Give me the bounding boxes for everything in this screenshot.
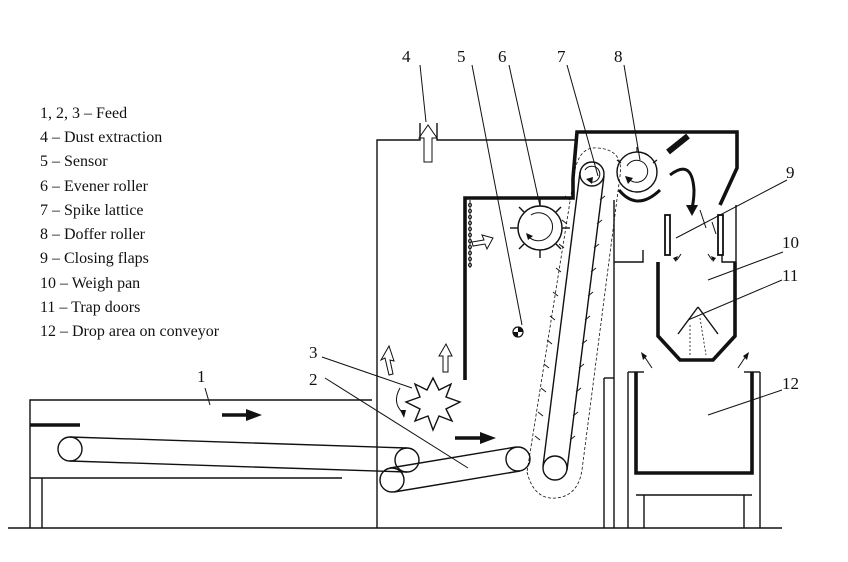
callout-6: 6 — [498, 47, 507, 66]
legend-item-1: 1, 2, 3 – Feed — [40, 105, 127, 122]
closing-flap-left — [664, 214, 671, 256]
sensor — [512, 326, 524, 338]
callout-2: 2 — [309, 370, 318, 389]
drop-area — [627, 352, 761, 528]
conveyor-1-right-roller — [394, 447, 420, 473]
callout-leaders — [204, 64, 788, 469]
sensor-chain — [467, 200, 472, 268]
legend-item-5: 7 – Spike lattice — [40, 202, 144, 219]
top-hood — [571, 130, 739, 528]
legend-item-10: 12 – Drop area on conveyor — [40, 323, 220, 340]
legend-item-3: 5 – Sensor — [40, 153, 108, 170]
feed-table-housing — [29, 399, 372, 528]
conveyor-1-left-roller — [57, 436, 83, 462]
callout-9: 9 — [786, 163, 795, 182]
legend-item-8: 10 – Weigh pan — [40, 275, 140, 292]
callout-5: 5 — [457, 47, 466, 66]
legend-item-4: 6 – Evener roller — [40, 178, 149, 195]
callout-11: 11 — [782, 266, 798, 285]
callout-8: 8 — [614, 47, 623, 66]
lattice-spikes — [534, 195, 606, 441]
hopper-housing — [376, 123, 578, 528]
doffer-roller — [616, 147, 698, 216]
material-flow-arrows — [222, 409, 496, 444]
closing-flap-right — [717, 214, 724, 256]
opener-star — [404, 376, 462, 432]
callout-4: 4 — [402, 47, 411, 66]
callout-12: 12 — [782, 374, 799, 393]
spike-lattice — [526, 147, 621, 499]
callout-numbers: 1 2 3 4 5 6 7 8 9 10 11 12 — [197, 47, 799, 393]
weigh-pan — [656, 253, 737, 362]
trap-door-left — [677, 306, 699, 335]
legend-item-6: 8 – Doffer roller — [40, 226, 146, 243]
legend-item-2: 4 – Dust extraction — [40, 129, 162, 146]
callout-1: 1 — [197, 367, 206, 386]
conveyor-2-right-roller — [505, 446, 531, 472]
callout-3: 3 — [309, 343, 318, 362]
feed-conveyor-2 — [379, 446, 531, 493]
closing-flaps — [664, 209, 724, 256]
air-flow-arrow-small — [471, 234, 494, 251]
legend-item-9: 11 – Trap doors — [40, 299, 140, 316]
legend: 1, 2, 3 – Feed 4 – Dust extraction 5 – S… — [40, 105, 220, 340]
trap-door-right — [697, 306, 719, 335]
callout-7: 7 — [557, 47, 566, 66]
dust-arrows — [379, 342, 453, 418]
legend-item-7: 9 – Closing flaps — [40, 250, 149, 267]
dust-extraction-arrow — [418, 124, 438, 163]
feed-conveyor-1 — [57, 436, 420, 473]
evener-roller — [510, 198, 570, 258]
callout-10: 10 — [782, 233, 799, 252]
